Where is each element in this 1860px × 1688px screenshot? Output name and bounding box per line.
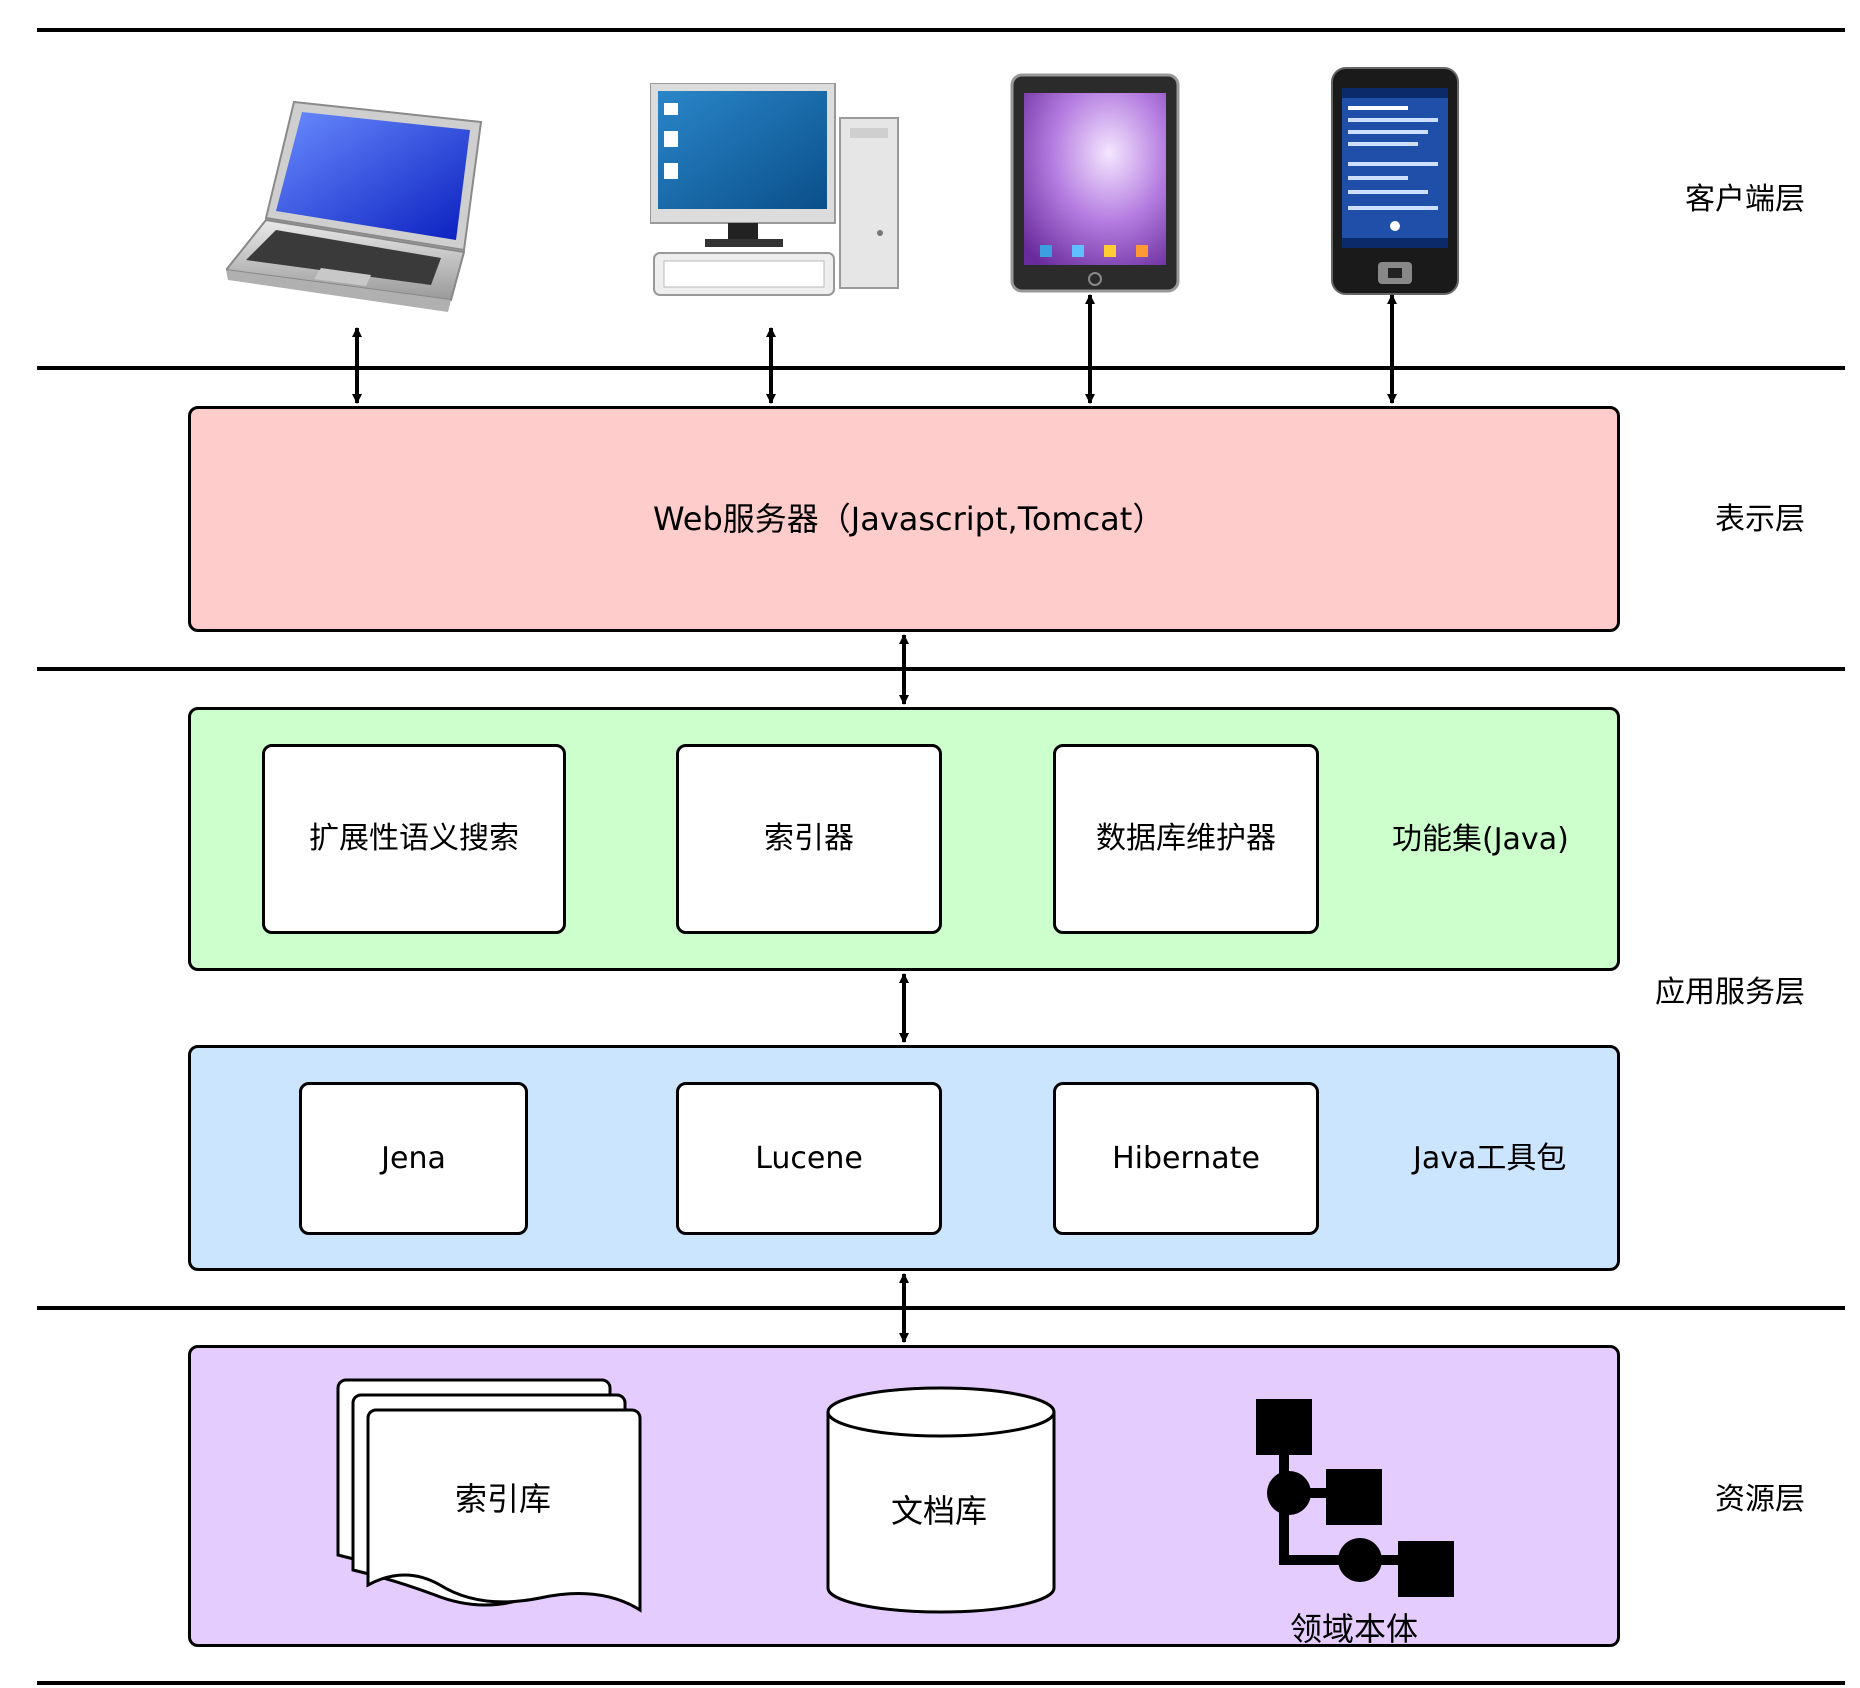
function-set-title: 功能集(Java)	[1392, 822, 1569, 857]
jena-label: Jena	[381, 1140, 446, 1176]
separator-top	[37, 28, 1845, 32]
layer-label-app-service: 应用服务层	[1655, 975, 1805, 1010]
jena-box: Jena	[299, 1082, 528, 1235]
ontology-graph-icon	[1256, 1399, 1454, 1597]
separator-presentation-app	[37, 667, 1845, 671]
indexer-box: 索引器	[676, 744, 942, 934]
db-maintainer-box: 数据库维护器	[1053, 744, 1319, 934]
document-library-label: 文档库	[891, 1492, 988, 1530]
hibernate-box: Hibernate	[1053, 1082, 1319, 1235]
semantic-search-box: 扩展性语义搜索	[262, 744, 566, 934]
lucene-box: Lucene	[676, 1082, 942, 1235]
web-server-label: Web服务器（Javascript,Tomcat）	[653, 500, 1165, 538]
separator-app-resource	[37, 1306, 1845, 1310]
desktop-computer-icon	[649, 82, 900, 309]
layer-label-client: 客户端层	[1685, 182, 1805, 217]
tablet-icon	[1010, 73, 1180, 297]
domain-ontology-label: 领域本体	[1290, 1610, 1419, 1648]
separator-bottom	[37, 1681, 1845, 1685]
layer-label-presentation: 表示层	[1715, 502, 1805, 537]
separator-client-presentation	[37, 366, 1845, 370]
db-maintainer-label: 数据库维护器	[1096, 821, 1276, 856]
database-cylinder-icon	[826, 1386, 1056, 1614]
semantic-search-label: 扩展性语义搜索	[309, 821, 519, 856]
java-toolkit-title: Java工具包	[1413, 1141, 1567, 1176]
index-library-label: 索引库	[455, 1480, 552, 1518]
document-stack-icon	[336, 1378, 642, 1613]
lucene-label: Lucene	[755, 1140, 863, 1176]
hibernate-label: Hibernate	[1112, 1140, 1260, 1176]
laptop-icon	[224, 100, 486, 329]
smartphone-icon	[1330, 66, 1460, 300]
layer-label-resource: 资源层	[1715, 1482, 1805, 1517]
presentation-layer-panel	[188, 406, 1620, 632]
indexer-label: 索引器	[764, 821, 854, 856]
